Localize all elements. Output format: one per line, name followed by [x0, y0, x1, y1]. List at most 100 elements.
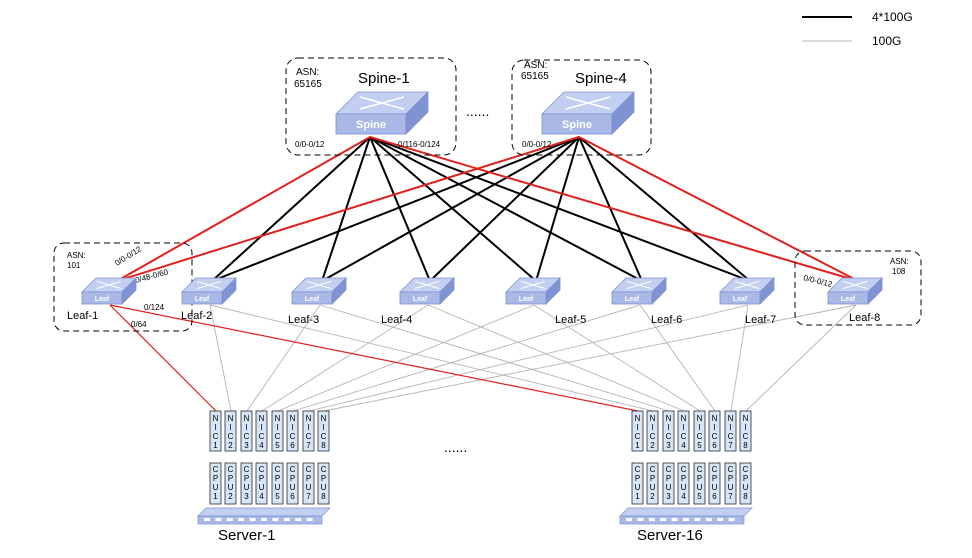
svg-text:8: 8	[743, 492, 748, 501]
leaf-3-switch-arrows-icon	[306, 281, 332, 289]
svg-text:4: 4	[681, 441, 686, 450]
downlink-leaf-5-server-1	[277, 304, 535, 412]
leaf-8-switch-arrows-icon	[842, 281, 868, 289]
uplink-spine-4-leaf-3	[321, 136, 580, 282]
svg-text:I: I	[214, 423, 216, 432]
svg-text:C: C	[697, 432, 703, 441]
downlink-leaf-8-server-16	[745, 304, 857, 412]
server-16[interactable]: NIC1NIC2NIC3NIC4NIC5NIC6NIC7NIC8CPU1CPU2…	[619, 410, 753, 544]
svg-text:C: C	[650, 465, 656, 474]
svg-text:2: 2	[650, 492, 655, 501]
svg-text:2: 2	[228, 441, 233, 450]
svg-text:6: 6	[712, 441, 717, 450]
svg-text:5: 5	[275, 492, 280, 501]
svg-text:I: I	[682, 423, 684, 432]
svg-text:N: N	[681, 414, 687, 423]
svg-text:I: I	[744, 423, 746, 432]
svg-text:C: C	[228, 465, 234, 474]
spine-4-switch-side	[611, 91, 635, 135]
svg-text:3: 3	[666, 441, 671, 450]
spine-1-asn-box	[285, 57, 457, 156]
spine-1-switch[interactable]: Spine	[335, 91, 429, 135]
downlink-leaf-6-server-1	[292, 304, 641, 412]
leaf-2-switch-side	[221, 277, 237, 305]
leaf-2-switch-device-label: Leaf	[195, 296, 210, 303]
svg-text:I: I	[651, 423, 653, 432]
svg-text:6: 6	[712, 492, 717, 501]
spine-1-switch-device-label: Spine	[356, 119, 386, 131]
downlink-leaf-1-server-16	[109, 304, 639, 412]
uplink-spine-1-leaf-6	[369, 136, 643, 282]
svg-text:C: C	[275, 465, 281, 474]
leaf-4-switch[interactable]: Leaf	[399, 277, 455, 305]
leaf-1-switch-side	[121, 277, 137, 305]
svg-text:N: N	[290, 414, 296, 423]
spine-4-group: ASN: 65165 Spine-4 0/0-0/12	[511, 59, 652, 156]
svg-text:U: U	[244, 483, 250, 492]
leaf-3-switch[interactable]: Leaf	[291, 277, 347, 305]
svg-text:P: P	[228, 474, 233, 483]
svg-text:2: 2	[650, 441, 655, 450]
svg-text:N: N	[697, 414, 703, 423]
leaf-7-switch[interactable]: Leaf	[719, 277, 775, 305]
leaf-5-name: Leaf-5	[555, 314, 586, 326]
svg-text:N: N	[712, 414, 718, 423]
svg-text:6: 6	[290, 441, 295, 450]
svg-text:N: N	[259, 414, 265, 423]
leaf-8-port: 0/0-0/12	[803, 273, 834, 289]
leaf-1-switch[interactable]: Leaf	[81, 277, 137, 305]
server-1-chassis-icon	[197, 507, 331, 525]
spine-1-port-right: 0/116-0/124	[398, 140, 441, 149]
svg-text:C: C	[650, 432, 656, 441]
svg-text:I: I	[729, 423, 731, 432]
leaf-5-switch-device-label: Leaf	[519, 296, 534, 303]
spine-4-switch[interactable]: Spine	[541, 91, 635, 135]
leaf-1-asn-label: ASN:	[67, 251, 86, 260]
svg-text:P: P	[681, 474, 686, 483]
downlink-leaf-4-server-1	[261, 304, 429, 412]
svg-text:3: 3	[666, 492, 671, 501]
svg-text:U: U	[635, 483, 641, 492]
leaf-5-switch-side	[545, 277, 561, 305]
svg-text:4: 4	[259, 492, 264, 501]
svg-text:C: C	[728, 432, 734, 441]
svg-text:U: U	[728, 483, 734, 492]
uplink-spine-4-leaf-2	[211, 136, 580, 282]
svg-text:1: 1	[213, 492, 218, 501]
svg-text:N: N	[650, 414, 656, 423]
downlink-connections	[209, 304, 857, 412]
svg-text:P: P	[321, 474, 326, 483]
leaf-5-switch[interactable]: Leaf	[505, 277, 561, 305]
server-1[interactable]: NIC1NIC2NIC3NIC4NIC5NIC6NIC7NIC8CPU1CPU2…	[197, 410, 331, 544]
uplink-spine-4-leaf-1	[116, 136, 580, 282]
uplink-spine-1-leaf-1	[116, 136, 371, 282]
svg-text:P: P	[697, 474, 702, 483]
uplink-spine-1-leaf-8	[369, 136, 859, 282]
leaf-8-switch-side	[867, 277, 883, 305]
svg-text:1: 1	[635, 492, 640, 501]
spine-4-asn-value: 65165	[521, 71, 549, 82]
leaf-2-switch[interactable]: Leaf	[181, 277, 237, 305]
svg-text:C: C	[306, 465, 312, 474]
leaf-1-switch-arrows-icon	[96, 281, 122, 289]
leaf-1-port-a: 0/0-0/12	[113, 244, 143, 267]
uplink-spine-4-leaf-5	[535, 136, 580, 282]
svg-text:C: C	[228, 432, 234, 441]
svg-text:I: I	[229, 423, 231, 432]
svg-text:8: 8	[321, 441, 326, 450]
svg-text:U: U	[228, 483, 234, 492]
svg-text:I: I	[667, 423, 669, 432]
leaf-6-switch[interactable]: Leaf	[611, 277, 667, 305]
spine-1-asn-value: 65165	[294, 79, 322, 90]
svg-text:7: 7	[306, 492, 311, 501]
svg-text:C: C	[213, 465, 219, 474]
svg-text:C: C	[712, 465, 718, 474]
leaf-8-switch[interactable]: Leaf	[827, 277, 883, 305]
spine-4-name: Spine-4	[575, 70, 627, 87]
